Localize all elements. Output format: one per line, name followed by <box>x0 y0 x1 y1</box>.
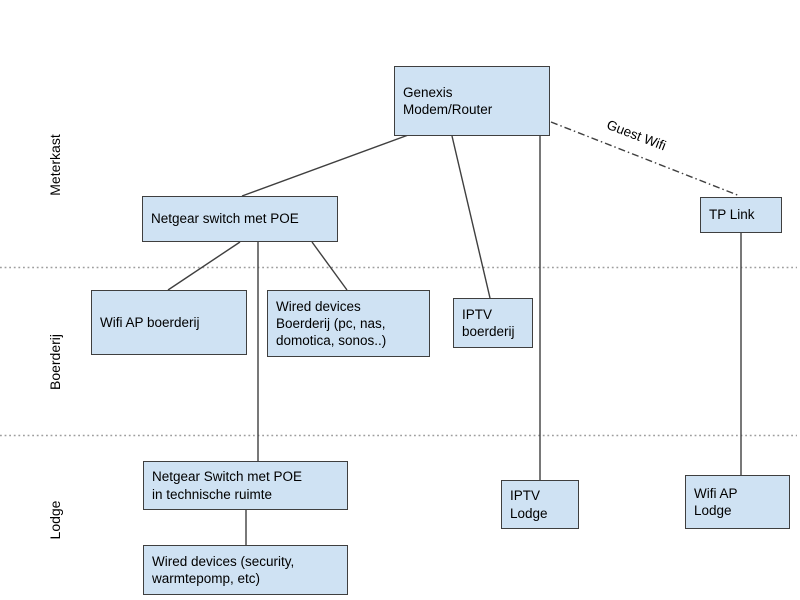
node-tp-link: TP Link <box>700 197 782 233</box>
zone-label-meterkast: Meterkast <box>47 134 63 196</box>
zone-label-boerderij: Boerderij <box>47 333 63 391</box>
node-netgear-switch-meterkast: Netgear switch met POE <box>142 196 338 242</box>
node-wired-devices-boerderij: Wired devices Boerderij (pc, nas, domoti… <box>267 290 430 357</box>
node-wifi-ap-boerderij: Wifi AP boerderij <box>91 290 247 355</box>
edge-netgear-wifi-ap-boerderij <box>167 241 241 291</box>
node-iptv-boerderij: IPTV boerderij <box>453 298 533 348</box>
node-wifi-ap-lodge: Wifi AP Lodge <box>685 475 790 529</box>
node-wired-devices-lodge: Wired devices (security, warmtepomp, etc… <box>143 545 348 595</box>
node-netgear-switch-lodge: Netgear Switch met POE in technische rui… <box>143 461 348 510</box>
node-genexis-modem-router: Genexis Modem/Router <box>394 66 550 136</box>
edge-genexis-iptv-boerderij <box>451 135 491 299</box>
edge-genexis-tplink-guest-wifi <box>550 121 741 197</box>
edge-genexis-netgear-switch <box>241 133 412 197</box>
edge-netgear-wired-devices-boerderij <box>311 241 348 291</box>
node-iptv-lodge: IPTV Lodge <box>501 480 579 529</box>
zone-label-lodge: Lodge <box>47 500 63 540</box>
